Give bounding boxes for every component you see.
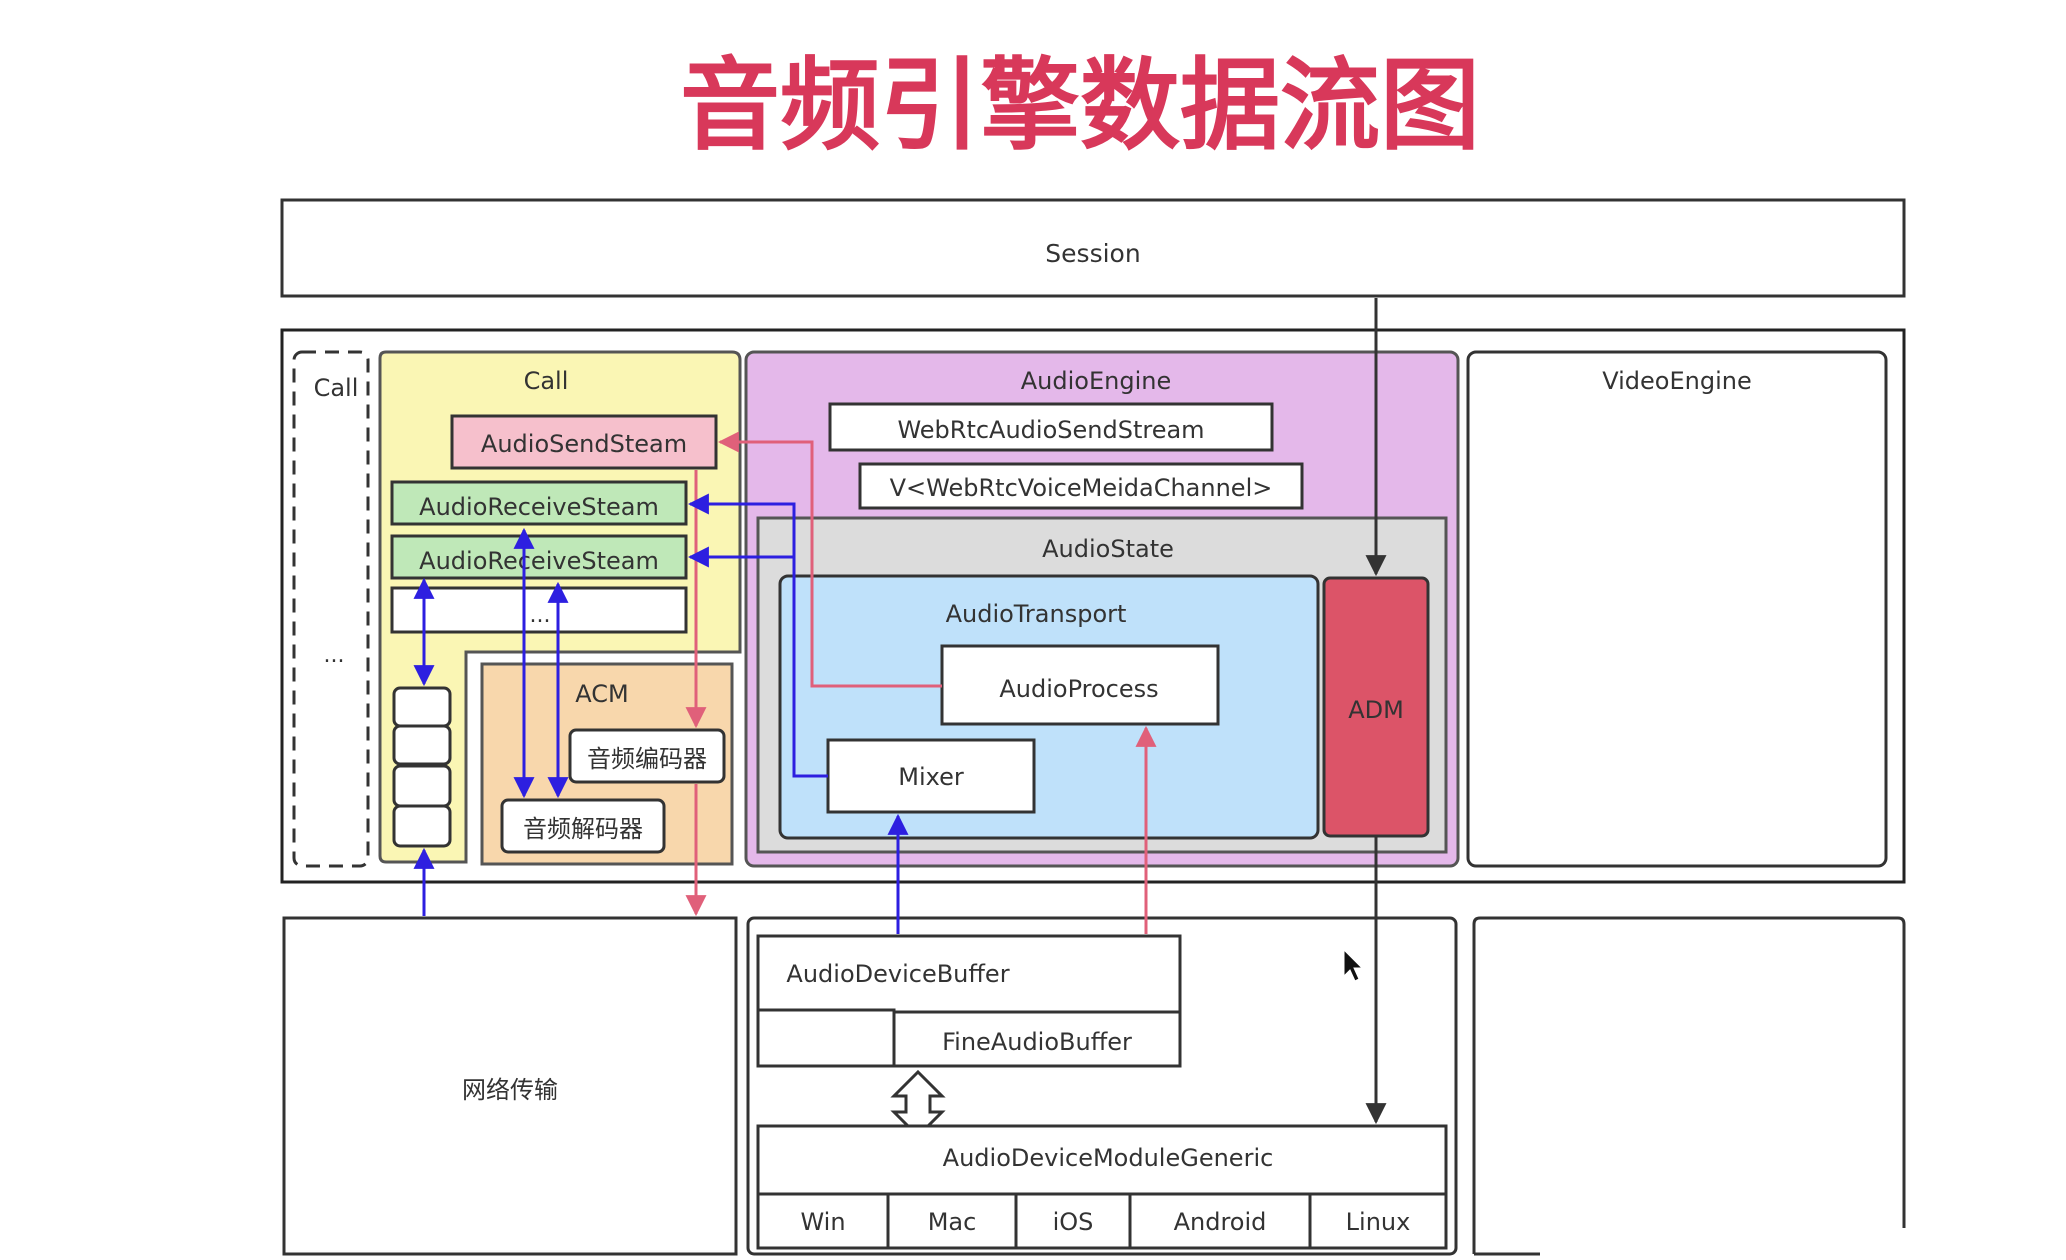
adm-label: ADM bbox=[1348, 696, 1404, 724]
audio-decoder-label: 音频解码器 bbox=[523, 815, 643, 843]
platform-android bbox=[1128, 1192, 1312, 1250]
audio-encoder bbox=[568, 728, 726, 784]
platform-ios bbox=[1014, 1192, 1132, 1250]
voice-media-channel bbox=[858, 462, 1304, 510]
session-label: Session bbox=[1045, 239, 1140, 268]
audio-device-module-generic-label: AudioDeviceModuleGeneric bbox=[943, 1144, 1274, 1172]
buffer-slot bbox=[392, 724, 452, 766]
audio-receive-stream-1 bbox=[390, 480, 688, 526]
process-to-send-stream-arrow bbox=[717, 431, 942, 688]
buffer-slot bbox=[392, 764, 452, 808]
platform-mac bbox=[886, 1192, 1018, 1250]
mixer bbox=[826, 738, 1036, 814]
audio-device-buffer-label: AudioDeviceBuffer bbox=[786, 960, 1009, 988]
audio-process-label: AudioProcess bbox=[999, 675, 1158, 703]
call-outline-box bbox=[292, 350, 370, 868]
session-box bbox=[280, 198, 1906, 298]
video-engine-label: VideoEngine bbox=[1602, 367, 1752, 395]
audio-engine-label: AudioEngine bbox=[1021, 367, 1171, 395]
platform-linux bbox=[1308, 1192, 1448, 1250]
empty-box bbox=[1472, 916, 1906, 1254]
audio-send-stream bbox=[450, 414, 718, 470]
fine-audio-buffer-label: FineAudioBuffer bbox=[942, 1028, 1132, 1056]
platform-mac-label: Mac bbox=[928, 1208, 977, 1236]
call-outline-label: Call bbox=[314, 374, 359, 402]
audio-receive-stream-1-label: AudioReceiveSteam bbox=[419, 493, 659, 521]
buffer-slot bbox=[392, 804, 452, 848]
mixer-to-receive-stream-1-arrow bbox=[687, 493, 828, 778]
audio-device-module-generic bbox=[756, 1124, 1448, 1196]
video-engine-box bbox=[1466, 350, 1888, 868]
audio-receive-stream-2 bbox=[390, 534, 688, 580]
audio-transport-label: AudioTransport bbox=[946, 600, 1127, 628]
voice-media-channel-label: V<WebRtcVoiceMeidaChannel> bbox=[890, 474, 1273, 502]
page-title: 音频引擎数据流图 bbox=[680, 47, 1480, 164]
webrtc-audio-send-stream-label: WebRtcAudioSendStream bbox=[897, 416, 1204, 444]
mixer-label: Mixer bbox=[898, 763, 964, 791]
audio-receive-stream-2-label: AudioReceiveSteam bbox=[419, 547, 659, 575]
buffer-slot bbox=[392, 686, 452, 728]
platform-linux-label: Linux bbox=[1346, 1208, 1411, 1236]
audio-send-stream-label: AudioSendSteam bbox=[481, 430, 687, 458]
more-streams bbox=[390, 586, 688, 634]
platform-win bbox=[756, 1192, 890, 1250]
audio-process bbox=[940, 644, 1220, 726]
network-box bbox=[282, 916, 738, 1256]
platform-ios-label: iOS bbox=[1053, 1208, 1094, 1236]
network-label: 网络传输 bbox=[462, 1076, 558, 1104]
platform-android-label: Android bbox=[1174, 1208, 1267, 1236]
acm-label: ACM bbox=[575, 680, 628, 708]
audio-state-label: AudioState bbox=[1042, 535, 1174, 563]
fine-audio-buffer bbox=[892, 1010, 1182, 1068]
audio-encoder-label: 音频编码器 bbox=[587, 745, 707, 773]
platform-win-label: Win bbox=[800, 1208, 845, 1236]
more-streams-label: ... bbox=[530, 603, 551, 628]
audio-decoder bbox=[500, 798, 666, 854]
mouse-cursor-icon bbox=[1343, 948, 1364, 982]
call-outline-ellipsis: ... bbox=[324, 643, 345, 668]
webrtc-audio-send-stream bbox=[828, 402, 1274, 452]
call-label: Call bbox=[524, 367, 569, 395]
